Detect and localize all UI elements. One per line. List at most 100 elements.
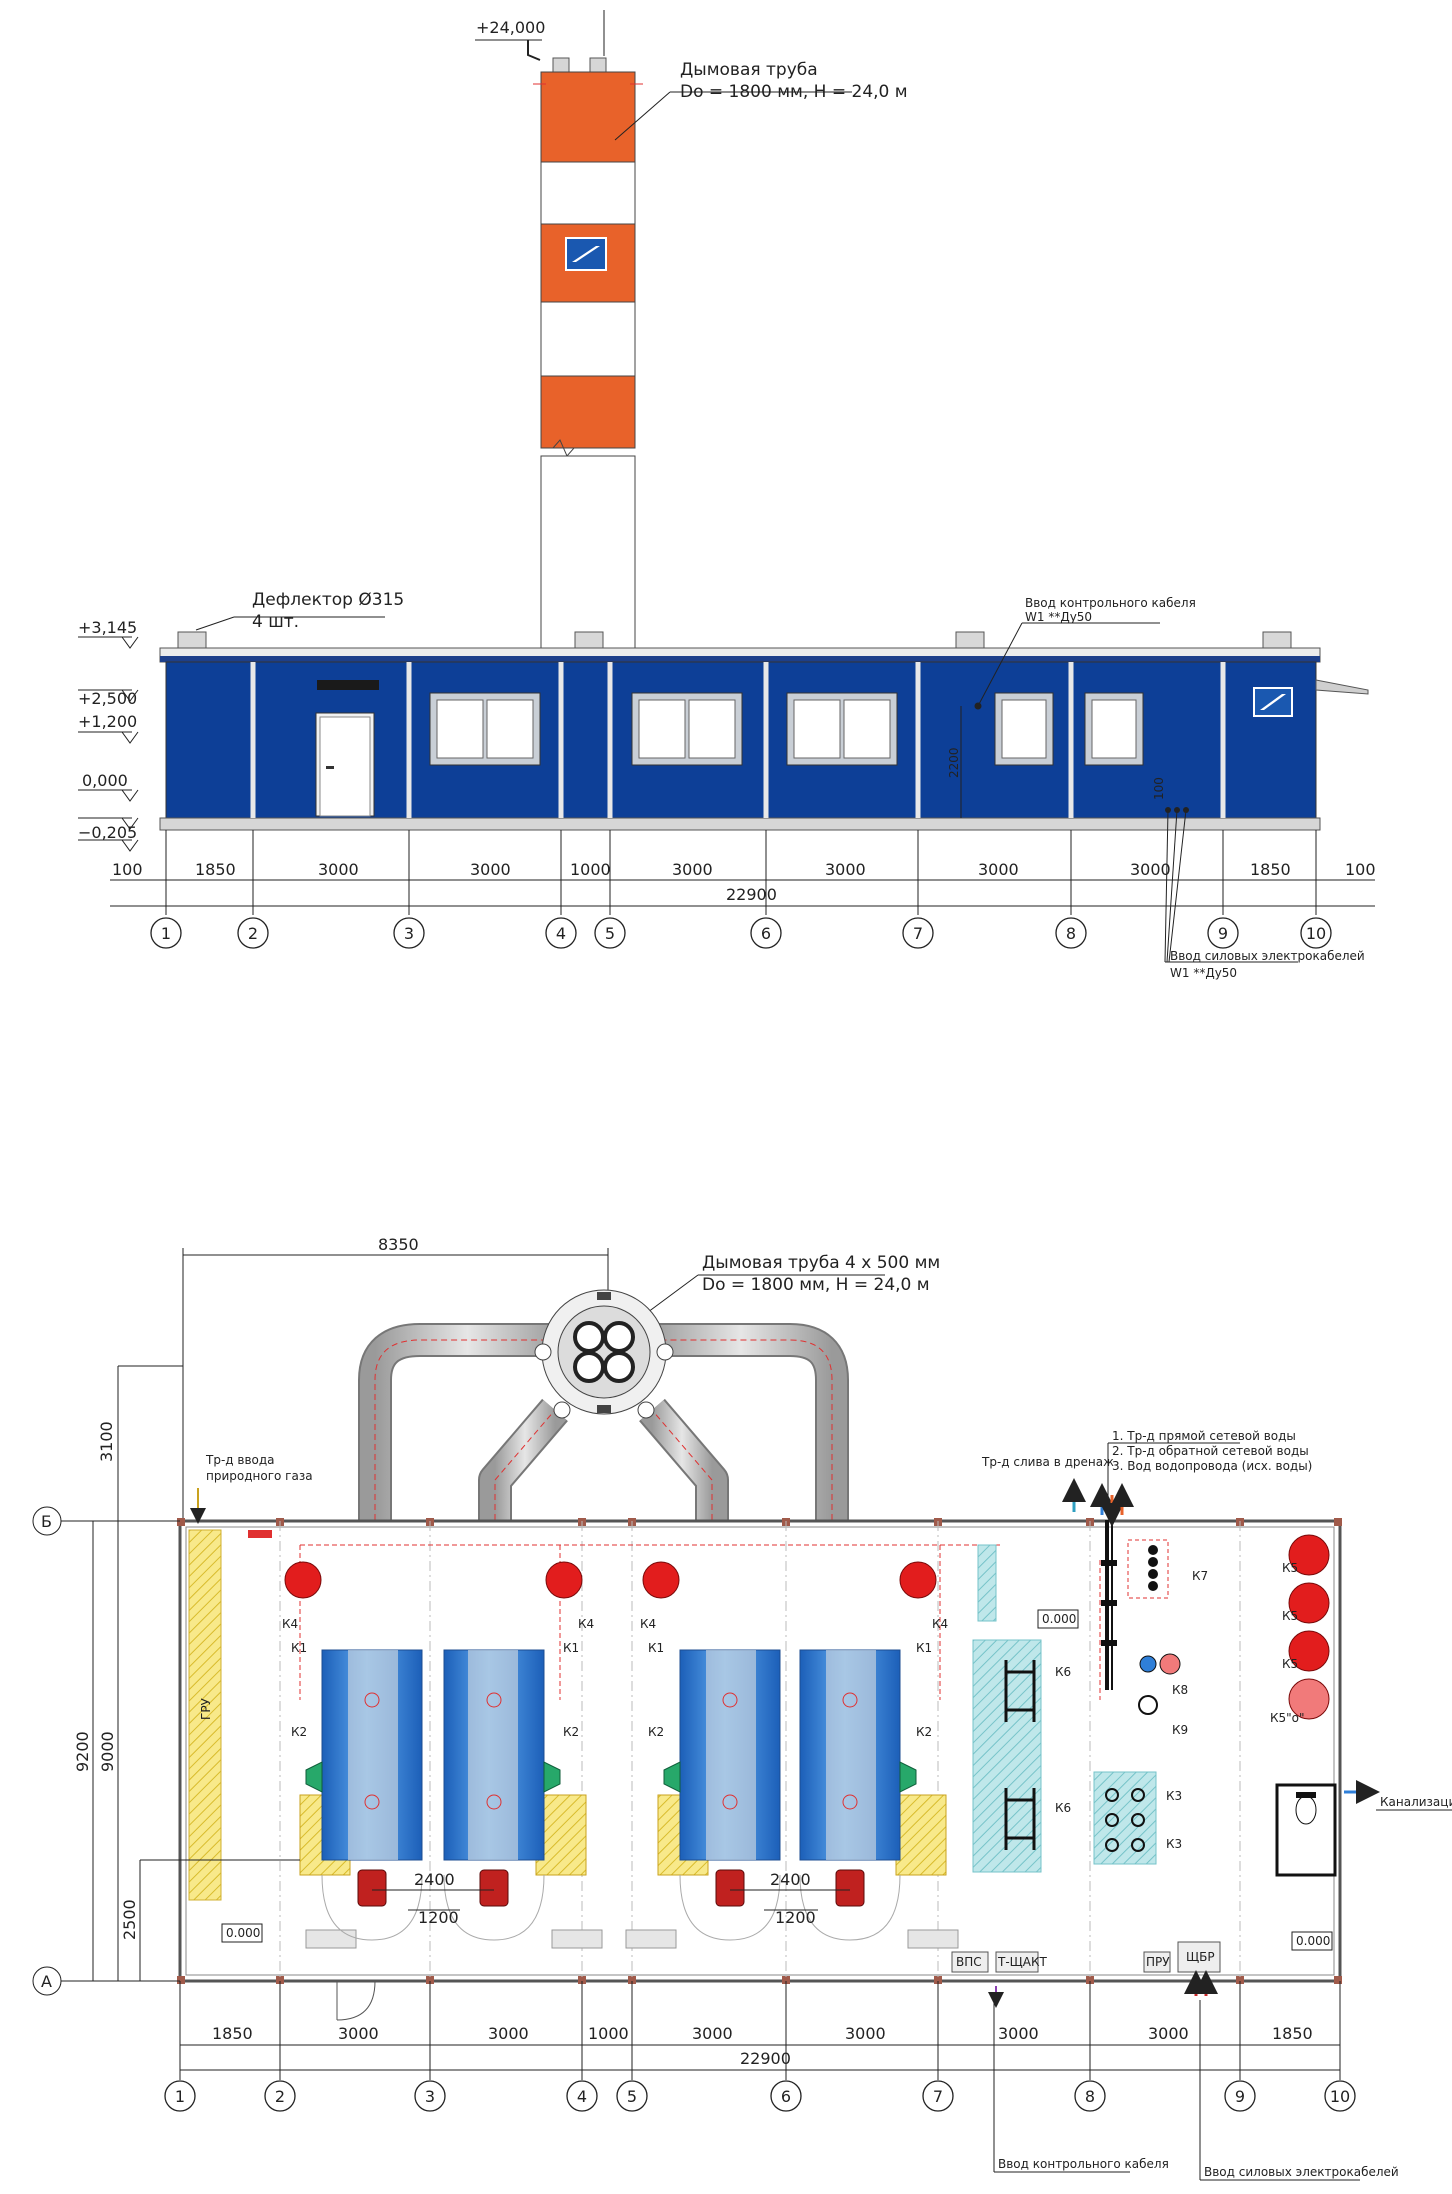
elevation-dimension-lines: [110, 830, 1375, 915]
elev-axis-5: 5: [605, 924, 615, 943]
level-top-text: +24,000: [476, 18, 545, 37]
level-zero-text: 0,000: [82, 771, 128, 790]
elev-axis-10: 10: [1306, 924, 1326, 943]
plan-axis-1: 1: [175, 2087, 185, 2106]
elev-dim-4: 1000: [570, 860, 611, 879]
plan-axis-labels: 1 2 3 4 5 6 7 8 9 10: [175, 2087, 1350, 2106]
inner-dim-2400-2: 2400: [770, 1870, 811, 1889]
k4-label-2: К4: [578, 1617, 594, 1631]
k6-label-1: К6: [1055, 1665, 1071, 1679]
k4-label-3: К4: [640, 1617, 656, 1631]
power-cable-line2: W1 **Ду50: [1170, 966, 1237, 980]
plan-axis-10: 10: [1330, 2087, 1350, 2106]
level-window-bottom-text: +1,200: [78, 712, 137, 731]
boiler-1: [299, 1649, 423, 1949]
k4-label-1: К4: [282, 1617, 298, 1631]
vdim-3100: 3100: [97, 1421, 116, 1462]
k5-label-2: К5: [1282, 1609, 1298, 1623]
pipe-rack: К7 К8 К9: [1101, 1520, 1208, 1737]
chimney-logo-icon: [565, 237, 607, 271]
elev-axis-4: 4: [556, 924, 566, 943]
inner-dim-1200-1: 1200: [418, 1908, 459, 1927]
plan-cabinets: ВПС Т-ЩАКТ ПРУ ЩБР: [336, 1941, 1221, 2021]
vessels-k4: [284, 1561, 937, 1599]
elevation-axis-bubbles: [150, 917, 1332, 949]
plan-vertical-dims: [78, 1365, 300, 1982]
chimney-label: Дымовая труба Dо = 1800 мм, H = 24,0 м: [614, 60, 908, 141]
elev-dim-3: 3000: [470, 860, 511, 879]
elevation-level-marks: [78, 636, 139, 852]
k5o-label: К5"о": [1270, 1711, 1305, 1725]
plan-level-1: 0.000: [1042, 1612, 1076, 1626]
boiler-3: [625, 1649, 781, 1949]
plan-dim-7: 3000: [1148, 2024, 1189, 2043]
cabinet-tshakt: Т-ЩАКТ: [997, 1955, 1048, 1969]
control-cable-label: Ввод контрольного кабеля W1 **Ду50 2200: [947, 596, 1196, 818]
plan-axis-bubbles: [164, 2080, 1356, 2112]
equipment-labels: К4 К4 К4 К4 К1 К1 К1 К1 К2 К2 К2 К2 К5 К…: [282, 1561, 1305, 1739]
row-axis-a: А: [41, 1972, 52, 1991]
plan-chimney-line1: Дымовая труба 4 x 500 мм: [702, 1253, 940, 1273]
pipe-legend-2: 2. Тр-д обратной сетевой воды: [1112, 1444, 1309, 1458]
elev-axis-1: 1: [161, 924, 171, 943]
plan-axis-9: 9: [1235, 2087, 1245, 2106]
plan-axis-5: 5: [627, 2087, 637, 2106]
chimney-label-line1: Дымовая труба: [680, 60, 818, 80]
k3-label-1: К3: [1166, 1789, 1182, 1803]
cabinet-shbr: ЩБР: [1186, 1950, 1215, 1964]
plan-power-cable: Ввод силовых электрокабелей: [1204, 2165, 1399, 2179]
power-cable-label: 100 Ввод силовых электрокабелей W1 **Ду5…: [1152, 777, 1365, 980]
elev-dim-5: 3000: [672, 860, 713, 879]
level-base-text: −0,205: [78, 823, 137, 842]
gas-inlet: ГРУ Тр-д ввода природного газа: [188, 1453, 313, 1901]
k4-label-4: К4: [932, 1617, 948, 1631]
pipe-legend-3: 3. Вод водопровода (исх. воды): [1112, 1459, 1312, 1473]
plan-dim-4: 3000: [692, 2024, 733, 2043]
plan-dim-1: 3000: [338, 2024, 379, 2043]
k2-label-1: К2: [291, 1725, 307, 1739]
elev-dim-2: 3000: [318, 860, 359, 879]
plan-axis-2: 2: [275, 2087, 285, 2106]
k1-label-1: К1: [291, 1641, 307, 1655]
k1-label-2: К1: [563, 1641, 579, 1655]
boilers: [299, 1649, 959, 1949]
elev-axis-7: 7: [913, 924, 923, 943]
control-cable-line2: W1 **Ду50: [1025, 610, 1092, 624]
plan-level-3: 0.000: [1296, 1934, 1330, 1948]
deflector-label-line1: Дефлектор Ø315: [252, 590, 404, 610]
plan-dim-6: 3000: [998, 2024, 1039, 2043]
plan-dim-3: 1000: [588, 2024, 629, 2043]
k6-label-2: К6: [1055, 1801, 1071, 1815]
plan-axis-7: 7: [933, 2087, 943, 2106]
k3-label-2: К3: [1166, 1837, 1182, 1851]
plan-chimney: [534, 1289, 674, 1419]
boiler-2: [443, 1649, 603, 1949]
k2-label-3: К2: [648, 1725, 664, 1739]
plan-level-2: 0.000: [226, 1926, 260, 1940]
building-facade: [159, 647, 1369, 831]
plan-dim-8350: 8350: [378, 1235, 419, 1254]
plan-axis-6: 6: [781, 2087, 791, 2106]
elev-axis-6: 6: [761, 924, 771, 943]
plan-vertical-dim-texts: 3100 9200 9000 2500: [73, 1421, 139, 1940]
elev-dim-6: 3000: [825, 860, 866, 879]
deflector-label: Дефлектор Ø315 4 шт.: [195, 590, 404, 632]
roof-deflectors: [177, 631, 1292, 649]
dim-2200: 2200: [947, 747, 961, 778]
plan-axis-3: 3: [425, 2087, 435, 2106]
wc-room: Канализация: [1275, 1780, 1452, 1877]
elev-dim-total: 22900: [726, 885, 777, 904]
elev-dim-7: 3000: [978, 860, 1019, 879]
plan-dim-8: 1850: [1272, 2024, 1313, 2043]
plan-level-labels: 0.000 0.000 0.000: [221, 1609, 1333, 1951]
power-cable-line1: Ввод силовых электрокабелей: [1170, 949, 1365, 963]
k5-label-3: К5: [1282, 1657, 1298, 1671]
plan-chimney-line2: Dо = 1800 мм, H = 24,0 м: [702, 1275, 930, 1295]
gas-label-line2: природного газа: [206, 1469, 313, 1483]
plan-dim-2: 3000: [488, 2024, 529, 2043]
plan-view: 8350 Дымовая труба 4 x 500 мм Dо = 1800 …: [32, 1235, 1452, 2181]
plan-axis-8: 8: [1085, 2087, 1095, 2106]
gru-label: ГРУ: [199, 1697, 213, 1720]
plan-axis-4: 4: [577, 2087, 587, 2106]
vdim-2500: 2500: [120, 1899, 139, 1940]
